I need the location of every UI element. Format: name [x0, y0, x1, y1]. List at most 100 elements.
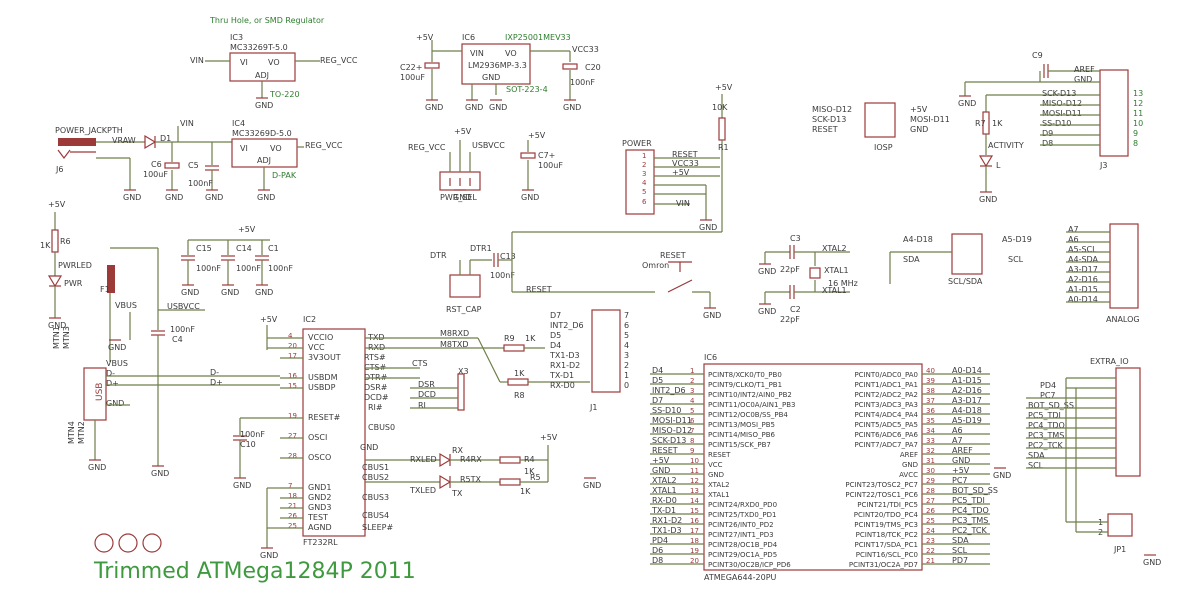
ground-label: GND: [993, 471, 1011, 480]
atmega-right-pin-number: 40: [926, 367, 935, 375]
svg-text:16 MHz: 16 MHz: [828, 279, 858, 288]
svg-text:7: 7: [624, 311, 629, 320]
atmega-right-pin-number: 26: [926, 507, 935, 515]
svg-text:D4: D4: [550, 341, 561, 350]
svg-text:15: 15: [288, 382, 297, 390]
svg-text:3V3OUT: 3V3OUT: [308, 353, 341, 362]
svg-text:C22+: C22+: [400, 63, 422, 72]
atmega-right-net: PC3_TMS: [952, 516, 988, 525]
atmega-left-net: RX1-D2: [652, 516, 682, 525]
ground-label: GND: [521, 193, 539, 202]
jp1-header: 1 2 JP1: [1065, 378, 1133, 554]
svg-text:C9: C9: [1032, 51, 1043, 60]
svg-text:RESET#: RESET#: [308, 413, 341, 422]
atmega-left-pin-label: PCINT28/OC1B_PD4: [708, 541, 778, 549]
svg-text:R7: R7: [975, 119, 986, 128]
svg-text:USBVCC: USBVCC: [167, 302, 200, 311]
scl-sda-header: A4-D18 SDA A5-D19 SCL SCL/SDA: [889, 233, 1032, 286]
atmega-right-net: PC4_TDO: [952, 506, 989, 515]
svg-text:22pF: 22pF: [780, 265, 800, 274]
svg-text:C13: C13: [500, 252, 516, 261]
atmega-left-net: D4: [652, 366, 663, 375]
svg-text:+5V: +5V: [672, 168, 690, 177]
atmega-left-pin-label: PCINT27/INT1_PD3: [708, 531, 774, 539]
svg-text:0: 0: [624, 381, 629, 390]
atmega-left-pin-label: PCINT29/OC1A_PD5: [708, 551, 777, 559]
svg-text:17: 17: [288, 352, 297, 360]
svg-text:C2: C2: [790, 305, 801, 314]
atmega-left-pin-label: PCINT8/XCK0/T0_PB0: [708, 371, 782, 379]
atmega-right-pin-label: PCINT21/TDI_PC5: [857, 501, 918, 509]
c22-capacitor: C22+ 100uF +5V C20 100nF: [400, 33, 601, 100]
svg-text:19: 19: [288, 412, 297, 420]
svg-text:C1: C1: [268, 244, 279, 253]
svg-text:22pF: 22pF: [780, 315, 800, 324]
svg-text:RESET: RESET: [812, 125, 838, 134]
svg-text:RTS#: RTS#: [364, 353, 386, 362]
svg-text:LM2936MP-3.3: LM2936MP-3.3: [468, 61, 527, 70]
svg-text:+5V: +5V: [910, 105, 928, 114]
atmega-left-pin-number: 6: [690, 417, 695, 425]
atmega-left-net: TX-D1: [651, 506, 676, 515]
j3-header: AREF GND C9 R7 1K ACTIVITY L SCK-D13 MIS…: [964, 51, 1143, 192]
ground-label: GND: [489, 103, 507, 112]
svg-text:R4RX: R4RX: [460, 455, 482, 464]
atmega-right-pin-label: PCINT16/SCL_PC0: [856, 551, 918, 559]
atmega-right-net: A3-D17: [952, 396, 982, 405]
svg-text:D+: D+: [210, 378, 223, 387]
svg-text:AREF: AREF: [1074, 65, 1095, 74]
ground-label: GND: [165, 193, 183, 202]
atmega-left-net: SCK-D13: [652, 436, 686, 445]
svg-text:3: 3: [624, 351, 629, 360]
atmega-right-pin-number: 23: [926, 537, 935, 545]
atmega-right-pin-label: PCINT3/ADC3_PA3: [854, 401, 918, 409]
svg-text:CBUS3: CBUS3: [362, 493, 389, 502]
svg-text:SDA: SDA: [1028, 451, 1045, 460]
svg-text:DTR: DTR: [430, 251, 447, 260]
svg-text:R6: R6: [60, 237, 71, 246]
svg-text:ADJ: ADJ: [255, 71, 269, 80]
svg-text:VO: VO: [505, 49, 517, 58]
svg-text:RXLED: RXLED: [410, 455, 437, 464]
svg-text:USBDP: USBDP: [308, 383, 336, 392]
svg-text:A6: A6: [1068, 235, 1079, 244]
ground-label: GND: [453, 193, 471, 202]
atmega-right-pin-number: 32: [926, 447, 935, 455]
atmega-right-net: PC5_TDI: [952, 496, 985, 505]
atmega-right-pin-label: PCINT18/TCK_PC2: [856, 531, 918, 539]
svg-text:D-: D-: [106, 369, 115, 378]
svg-text:C10: C10: [240, 440, 256, 449]
svg-text:VO: VO: [270, 144, 282, 153]
atmega-left-pin-label: PCINT13/MOSI_PB5: [708, 421, 775, 429]
svg-text:D9: D9: [1042, 129, 1053, 138]
svg-text:R5: R5: [530, 473, 541, 482]
ground-label: GND: [958, 99, 976, 108]
svg-text:VBUS: VBUS: [115, 301, 137, 310]
atmega-left-net: PD4: [652, 536, 668, 545]
atmega-left-pin-label: PCINT14/MISO_PB6: [708, 431, 776, 439]
atmega-left-pin-label: PCINT15/SCK_PB7: [708, 441, 771, 449]
svg-text:J6: J6: [55, 165, 63, 174]
svg-text:10: 10: [1133, 119, 1143, 128]
svg-text:A7: A7: [1068, 225, 1079, 234]
atmega-right-pin-number: 31: [926, 457, 935, 465]
page-title: Trimmed ATMega1284P 2011: [93, 559, 416, 584]
svg-text:A2-D16: A2-D16: [1068, 275, 1098, 284]
svg-text:C3: C3: [790, 234, 801, 243]
svg-text:IC6: IC6: [704, 353, 717, 362]
ground-label: GND: [88, 463, 106, 472]
atmega-left-pin-label: PCINT30/OC2B/ICP_PD6: [708, 561, 791, 569]
svg-text:PC7: PC7: [1040, 391, 1056, 400]
svg-text:AGND: AGND: [308, 523, 332, 532]
atmega-left-net: D8: [652, 556, 663, 565]
svg-text:CBUS0: CBUS0: [368, 423, 395, 432]
svg-text:VIN: VIN: [470, 49, 484, 58]
atmega-left-pin-number: 18: [690, 537, 699, 545]
atmega-right-pin-label: GND: [902, 461, 918, 469]
svg-text:CBUS1: CBUS1: [362, 463, 389, 472]
atmega-right-net: A6: [952, 426, 963, 435]
atmega-left-pin-number: 10: [690, 457, 699, 465]
svg-text:100uF: 100uF: [400, 73, 425, 82]
atmega-right-pin-label: PCINT5/ADC5_PA5: [854, 421, 918, 429]
atmega-left-pin-number: 11: [690, 467, 699, 475]
